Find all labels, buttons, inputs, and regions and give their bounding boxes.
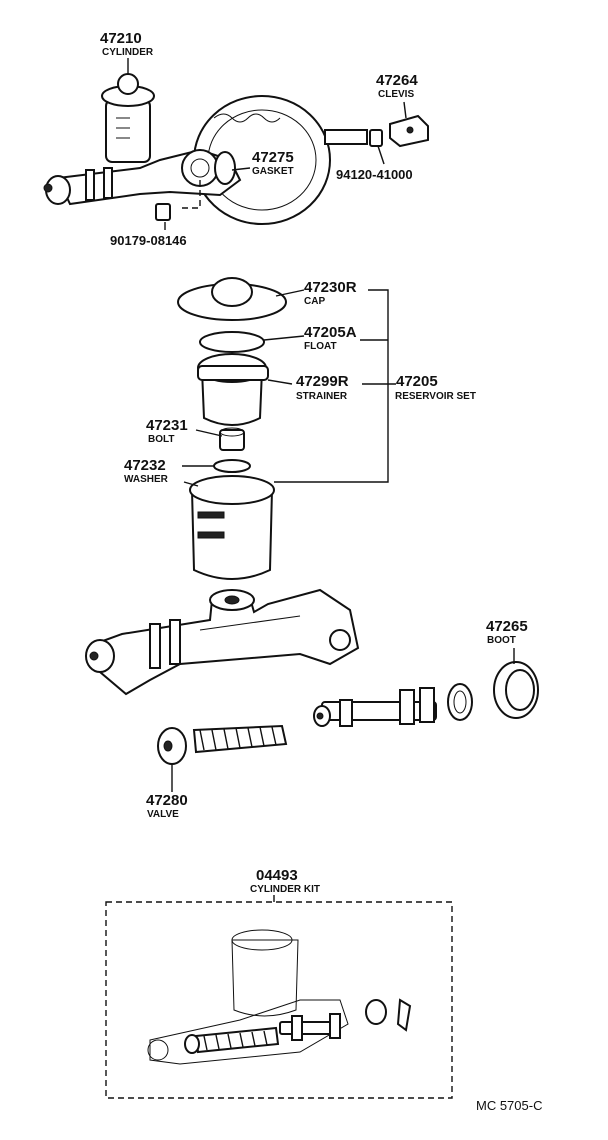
boot-number: 47265: [486, 618, 528, 635]
reservoir-body: [189, 475, 275, 580]
kit-number: 04493: [256, 867, 298, 884]
bolt: [219, 427, 245, 451]
diagram-code: MC 5705-C: [476, 1098, 542, 1113]
washer: [213, 459, 251, 473]
bolt-name: BOLT: [148, 434, 174, 445]
kit-name: CYLINDER KIT: [250, 884, 320, 895]
washer-number: 47232: [124, 457, 166, 474]
reservoir-exploded: [177, 277, 396, 580]
valve-name: VALVE: [147, 809, 179, 820]
nut-left: [155, 203, 171, 221]
cap-number: 47230R: [304, 279, 357, 296]
spring: [192, 724, 288, 754]
float-name: FLOAT: [304, 341, 337, 352]
master-cylinder-body: [85, 588, 360, 696]
cylinder-kit-contents: [147, 929, 412, 1065]
strainer: [197, 353, 269, 426]
snap-ring: [447, 683, 473, 721]
boot: [493, 661, 539, 719]
reservoir-name: RESERVOIR SET: [395, 391, 476, 402]
clevis-number: 47264: [376, 72, 418, 89]
strainer-name: STRAINER: [296, 391, 348, 402]
gasket-name: GASKET: [252, 166, 294, 177]
washer-name: WASHER: [124, 474, 169, 485]
valve-number: 47280: [146, 792, 188, 809]
piston: [313, 687, 437, 727]
boot-name: BOOT: [487, 635, 516, 646]
clevis-name: CLEVIS: [378, 89, 414, 100]
nut-right: [369, 129, 383, 147]
float-number: 47205A: [304, 324, 357, 341]
reservoir-top: [101, 73, 155, 163]
valve: [157, 727, 187, 765]
brake-booster: [193, 95, 368, 225]
piston-assembly: [157, 648, 539, 792]
gasket-number: 47275: [252, 149, 294, 166]
cylinder-number: 47210: [100, 30, 142, 47]
clevis: [389, 114, 429, 148]
float: [199, 331, 265, 353]
bolt-number: 47231: [146, 417, 188, 434]
cylinder-kit-box: [105, 901, 453, 1099]
top-assembly: [43, 58, 429, 230]
nut-left-number: 90179-08146: [110, 233, 187, 248]
reservoir-number: 47205: [396, 373, 438, 390]
cap: [177, 277, 287, 321]
nut-right-number: 94120-41000: [336, 167, 413, 182]
strainer-number: 47299R: [296, 373, 349, 390]
cap-name: CAP: [304, 296, 325, 307]
cylinder-name: CYLINDER: [102, 47, 154, 58]
gasket: [214, 151, 236, 185]
